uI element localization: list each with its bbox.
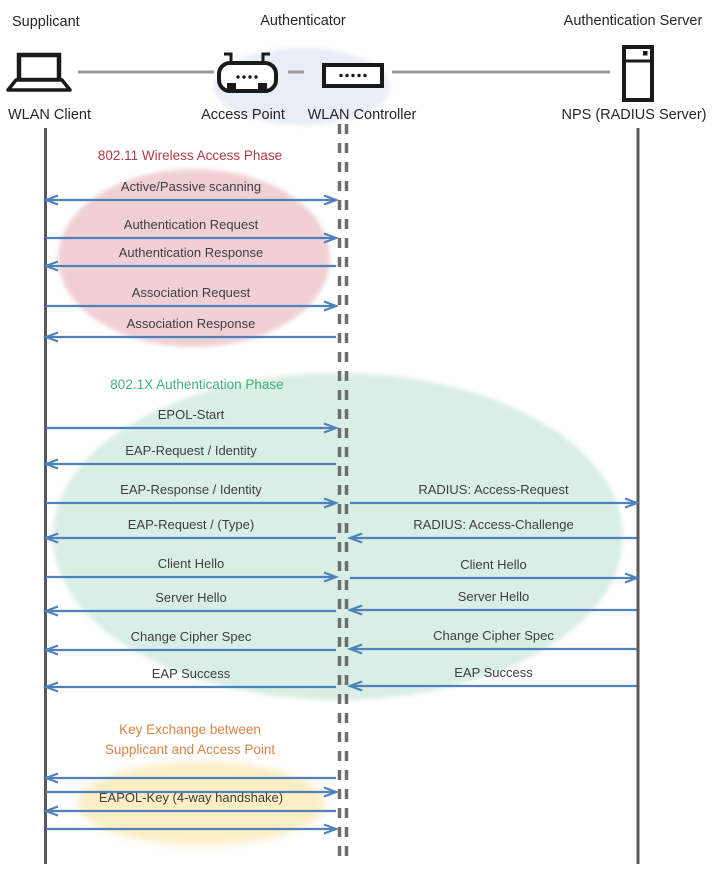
message-arrow bbox=[46, 232, 340, 244]
message-arrow bbox=[346, 532, 637, 544]
message-label: EAP-Request / Identity bbox=[125, 443, 257, 458]
device-label-wlan-controller: WLAN Controller bbox=[307, 107, 417, 123]
phase3-title-line1: Key Exchange between bbox=[119, 722, 261, 737]
message-label: Association Request bbox=[131, 285, 251, 300]
role-supplicant: Supplicant bbox=[12, 14, 80, 30]
message-arrow bbox=[42, 805, 336, 817]
server-icon bbox=[622, 45, 654, 102]
message-label: Client Hello bbox=[460, 557, 527, 572]
device-label-access-point: Access Point bbox=[201, 107, 285, 123]
phase3-title-line2: Supplicant and Access Point bbox=[104, 742, 276, 757]
message-label: EAP-Request / (Type) bbox=[127, 517, 255, 532]
message-arrow bbox=[350, 497, 641, 509]
key-exchange-phase-ellipse bbox=[78, 762, 325, 845]
message-arrow bbox=[46, 300, 340, 312]
message-arrow bbox=[42, 605, 336, 617]
message-label: Change Cipher Spec bbox=[433, 628, 554, 643]
message-arrow bbox=[42, 260, 336, 272]
message-arrow bbox=[42, 194, 340, 206]
message-label: EAPOL-Key (4-way handshake) bbox=[98, 790, 284, 805]
message-label: Active/Passive scanning bbox=[120, 179, 262, 194]
message-arrow bbox=[346, 643, 637, 655]
phase2-title: 802.1X Authentication Phase bbox=[110, 377, 284, 392]
message-arrow bbox=[46, 422, 340, 434]
laptop-icon bbox=[6, 52, 72, 92]
message-arrow bbox=[42, 458, 336, 470]
message-arrow bbox=[42, 331, 336, 343]
message-arrow bbox=[42, 532, 336, 544]
message-label: EAP Success bbox=[454, 665, 533, 680]
wireless-access-phase-ellipse bbox=[58, 169, 330, 347]
message-label: Association Response bbox=[126, 316, 256, 331]
message-label: EAP Success bbox=[151, 666, 231, 681]
message-arrows bbox=[42, 194, 641, 835]
message-arrow bbox=[46, 786, 340, 798]
phase1-title: 802.11 Wireless Access Phase bbox=[97, 148, 283, 163]
device-label-wlan-client: WLAN Client bbox=[8, 107, 91, 123]
message-arrow bbox=[46, 571, 340, 583]
message-arrow bbox=[42, 772, 336, 784]
message-label: Client Hello bbox=[157, 556, 225, 571]
message-arrow bbox=[46, 497, 340, 509]
message-arrow bbox=[46, 823, 340, 835]
message-label: Authentication Request bbox=[123, 217, 259, 232]
device-label-nps: NPS (RADIUS Server) bbox=[561, 107, 707, 123]
message-arrow bbox=[350, 572, 641, 584]
message-label: RADIUS: Access-Request bbox=[418, 482, 569, 497]
message-label: Server Hello bbox=[457, 589, 530, 604]
message-label: RADIUS: Access-Challenge bbox=[413, 517, 574, 532]
message-arrow bbox=[42, 644, 336, 656]
message-label: Authentication Response bbox=[118, 245, 264, 260]
phase3-title: Key Exchange between Supplicant and Acce… bbox=[60, 720, 320, 760]
role-authentication-server: Authentication Server bbox=[563, 13, 703, 29]
wlan-controller-icon bbox=[322, 63, 384, 88]
message-arrow bbox=[346, 680, 637, 692]
message-label: Change Cipher Spec bbox=[130, 629, 252, 644]
message-arrow bbox=[42, 681, 336, 693]
access-point-icon bbox=[217, 52, 278, 93]
role-authenticator: Authenticator bbox=[260, 13, 346, 29]
message-label: EPOL-Start bbox=[157, 407, 225, 422]
message-label: Server Hello bbox=[155, 590, 227, 605]
message-label: EAP-Response / Identity bbox=[120, 482, 262, 497]
message-arrow bbox=[346, 604, 637, 616]
